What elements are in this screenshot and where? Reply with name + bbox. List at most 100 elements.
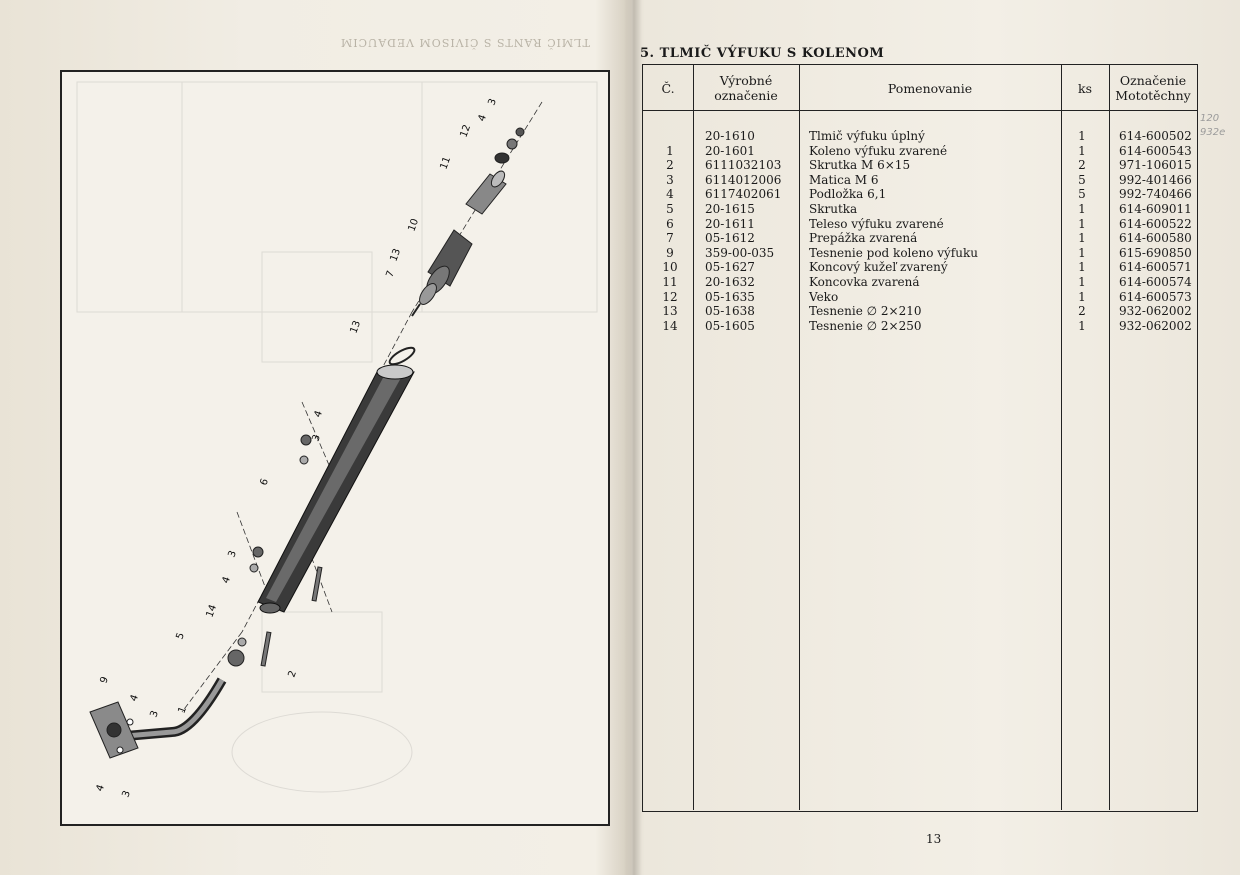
bleed-through-shapes (76, 81, 598, 793)
bleed-through-header: TLMIČ RANTS S ČIVISOM VEDAUCIM (340, 36, 590, 49)
part-name: Skrutka M 6×15 (809, 158, 911, 173)
item-number: 11 (662, 275, 678, 289)
table-header-row (643, 65, 1197, 111)
callout-label: 11 (438, 155, 453, 171)
callout-label: 4 (312, 409, 325, 419)
column-divider (693, 65, 694, 810)
mototechna-code: 992-401466 (1119, 172, 1192, 187)
column-divider (799, 65, 800, 810)
quantity: 5 (1078, 172, 1086, 187)
quantity: 1 (1078, 260, 1086, 275)
callout-label: 5 (174, 631, 187, 641)
part-name: Tlmič výfuku úplný (809, 129, 925, 143)
quantity: 1 (1078, 202, 1086, 216)
part-code: 359-00-035 (705, 245, 775, 260)
part-code: 6111032103 (705, 158, 782, 173)
flange-part (89, 701, 139, 759)
part-name: Tesnenie ∅ 2×250 (809, 318, 922, 333)
part-name: Tesnenie pod koleno výfuku (809, 245, 978, 260)
part-code: 05-1627 (705, 260, 755, 275)
parts-table: Č. Výrobné označenie Pomenovanie ks Ozna… (642, 64, 1198, 812)
callout-label: 13 (348, 319, 363, 335)
part-name: Podložka 6,1 (809, 187, 887, 202)
quantity: 1 (1078, 143, 1086, 158)
quantity: 5 (1078, 187, 1086, 202)
page-number: 13 (926, 832, 942, 846)
diagram-drawing: 3 4 12 11 10 13 7 13 4 3 6 3 4 14 5 2 9 … (76, 81, 598, 799)
callout-label: 3 (226, 549, 239, 559)
callout-label: 14 (204, 603, 219, 619)
part-code: 20-1615 (705, 202, 755, 216)
item-number: 4 (666, 187, 674, 202)
callout-label: 10 (406, 217, 421, 233)
muffler-body (257, 364, 415, 614)
quantity: 1 (1078, 245, 1086, 260)
callout-label: 3 (310, 433, 323, 443)
callout-label: 7 (384, 269, 397, 279)
item-number: 12 (662, 289, 678, 304)
pencil-annotation: 120 932e (1200, 112, 1225, 140)
book-gutter (624, 0, 642, 875)
callout-label: 4 (94, 783, 107, 793)
mototechna-code: 614-600543 (1119, 143, 1192, 158)
pencil-note-line: 932e (1200, 127, 1226, 138)
part-code: 05-1635 (705, 289, 755, 304)
exhaust-exploded-diagram: 3 4 12 11 10 13 7 13 4 3 6 3 4 14 5 2 9 … (60, 70, 610, 826)
quantity: 1 (1078, 129, 1086, 143)
column-divider (1109, 65, 1110, 810)
mototechna-code: 932-062002 (1119, 304, 1192, 319)
item-number: 10 (662, 260, 678, 275)
part-name: Koleno výfuku zvarené (809, 143, 948, 158)
quantity: 1 (1078, 318, 1086, 333)
callout-label: 3 (148, 709, 161, 719)
mototechna-code: 614-600502 (1119, 129, 1192, 143)
mototechna-code: 614-609011 (1119, 202, 1192, 216)
part-code: 05-1638 (705, 304, 755, 319)
mototechna-code: 971-106015 (1119, 158, 1192, 173)
item-number: 9 (666, 245, 674, 260)
callout-label: 6 (258, 477, 271, 487)
item-number: 7 (666, 231, 674, 246)
nut-washer-parts (227, 434, 312, 667)
header-name: Pomenovanie (887, 80, 973, 96)
part-name: Prepážka zvarená (809, 231, 918, 246)
callout-label: 1 (176, 705, 189, 715)
callout-label: 4 (476, 113, 489, 123)
part-name: Teleso výfuku zvarené (809, 216, 944, 231)
elbow-pipe (125, 677, 227, 741)
part-code: 20-1611 (705, 216, 755, 231)
callout-label: 9 (98, 675, 111, 685)
item-number: 6 (666, 216, 674, 231)
part-code: 05-1612 (705, 231, 755, 246)
part-code: 20-1632 (705, 275, 755, 289)
mototechna-code: 932-062002 (1119, 318, 1192, 333)
mototechna-code: 992-740466 (1119, 187, 1192, 202)
tailpipe-part (465, 170, 507, 215)
header-ref: Označenie Mototěchny (1115, 73, 1191, 103)
callout-label: 3 (120, 789, 133, 799)
pencil-note-line: 120 (1200, 113, 1220, 124)
mototechna-code: 614-600522 (1119, 216, 1192, 231)
item-number: 14 (662, 318, 678, 333)
part-name: Skrutka (809, 202, 858, 216)
item-number: 1 (666, 143, 674, 158)
callout-label: 12 (458, 123, 473, 139)
quantity: 1 (1078, 275, 1086, 289)
mototechna-code: 614-600580 (1119, 231, 1192, 246)
header-qty: ks (1078, 80, 1092, 96)
mototechna-code: 614-600574 (1119, 275, 1192, 289)
diagram-callouts: 3 4 12 11 10 13 7 13 4 3 6 3 4 14 5 2 9 … (94, 97, 499, 799)
callout-label: 2 (286, 669, 299, 679)
callout-label: 4 (220, 575, 233, 585)
part-name: Veko (809, 289, 839, 304)
